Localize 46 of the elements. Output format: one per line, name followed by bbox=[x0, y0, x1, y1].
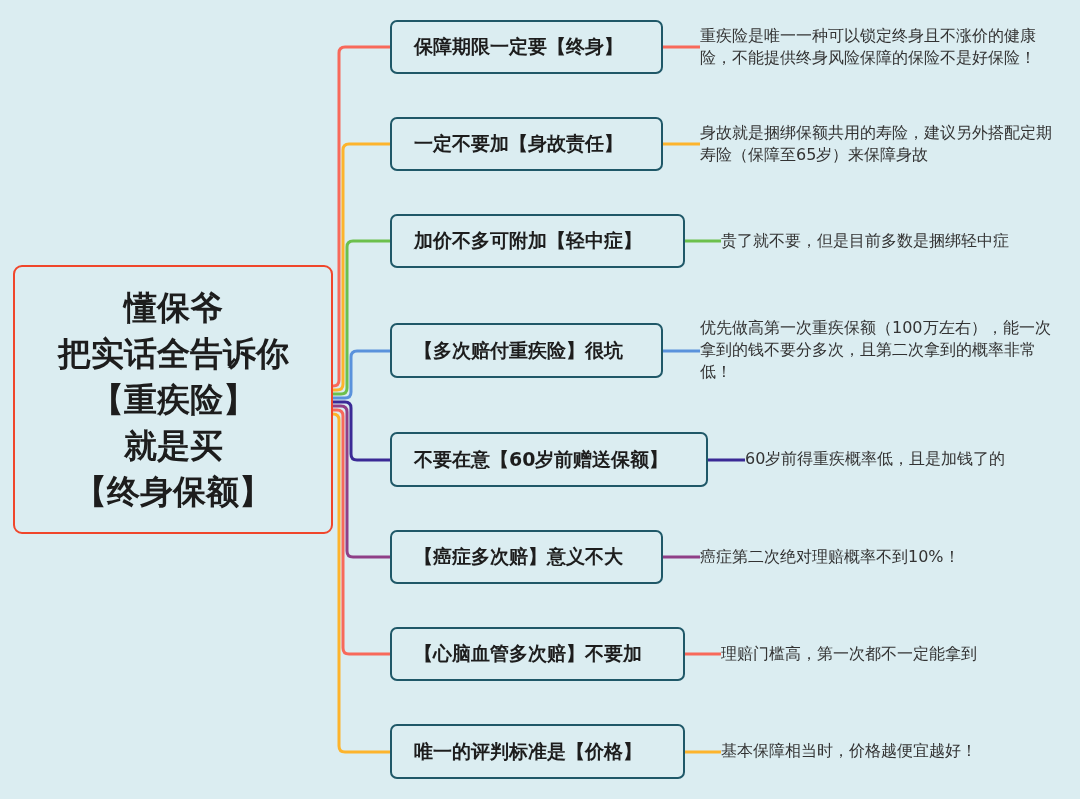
note-text: 癌症第二次绝对理赔概率不到10%！ bbox=[700, 546, 960, 568]
connector-line bbox=[663, 142, 700, 146]
connector-line bbox=[333, 404, 390, 559]
topic-box bbox=[390, 627, 685, 681]
topic-box bbox=[390, 724, 685, 779]
connector-line bbox=[685, 239, 721, 243]
topic-box bbox=[390, 20, 663, 74]
central-topic-text: 懂保爷 bbox=[123, 286, 223, 329]
central-topic-text: 【终身保额】 bbox=[74, 470, 272, 513]
connector-line bbox=[663, 555, 700, 559]
connector-line bbox=[685, 652, 721, 656]
connector-line bbox=[708, 458, 745, 462]
note-text: 重疾险是唯一一种可以锁定终身且不涨价的健康险，不能提供终身风险保障的保险不是好保险！ bbox=[700, 25, 1056, 69]
note-text: 贵了就不要，但是目前多数是捆绑轻中症 bbox=[721, 230, 1009, 252]
connector-line bbox=[333, 349, 390, 400]
note-text: 理赔门槛高，第一次都不一定能拿到 bbox=[721, 643, 977, 665]
central-topic-text: 就是买 bbox=[123, 424, 223, 467]
connector-line bbox=[333, 400, 390, 462]
topic-text: 加价不多可附加【轻中症】 bbox=[414, 228, 642, 253]
topic-text: 唯一的评判标准是【价格】 bbox=[414, 738, 642, 764]
topic-text: 不要在意【60岁前赠送保额】 bbox=[414, 446, 669, 472]
connector-line bbox=[333, 239, 390, 396]
topic-text: 【癌症多次赔】意义不大 bbox=[414, 544, 623, 569]
connector-line bbox=[331, 45, 390, 388]
note-text: 60岁前得重疾概率低，且是加钱了的 bbox=[745, 448, 1006, 470]
topic-text: 保障期限一定要【终身】 bbox=[414, 34, 623, 59]
connector-line bbox=[333, 142, 390, 392]
topic-box bbox=[390, 214, 685, 268]
central-topic-box bbox=[13, 265, 333, 534]
connector-line bbox=[333, 408, 390, 656]
note-text: 基本保障相当时，价格越便宜越好！ bbox=[721, 740, 977, 762]
connector-line bbox=[685, 750, 721, 754]
topic-text: 【心脑血管多次赔】不要加 bbox=[414, 641, 642, 666]
note-text: 优先做高第一次重疾保额（100万左右），能一次拿到的钱不要分多次，且第二次拿到的概率非常低！ bbox=[700, 317, 1052, 383]
central-topic-text: 【重疾险】 bbox=[90, 378, 256, 421]
topic-box bbox=[390, 117, 663, 171]
connector-line bbox=[663, 349, 700, 353]
topic-box bbox=[390, 530, 663, 584]
connector-line bbox=[663, 45, 700, 49]
central-topic-text: 把实话全告诉你 bbox=[57, 332, 289, 375]
topic-box bbox=[390, 432, 708, 487]
topic-text: 一定不要加【身故责任】 bbox=[414, 131, 623, 156]
note-text: 身故就是捆绑保额共用的寿险，建议另外搭配定期寿险（保障至65岁）来保障身故 bbox=[700, 122, 1056, 166]
connector-line bbox=[331, 412, 390, 754]
topic-box bbox=[390, 323, 663, 378]
topic-text: 【多次赔付重疾险】很坑 bbox=[414, 337, 623, 363]
